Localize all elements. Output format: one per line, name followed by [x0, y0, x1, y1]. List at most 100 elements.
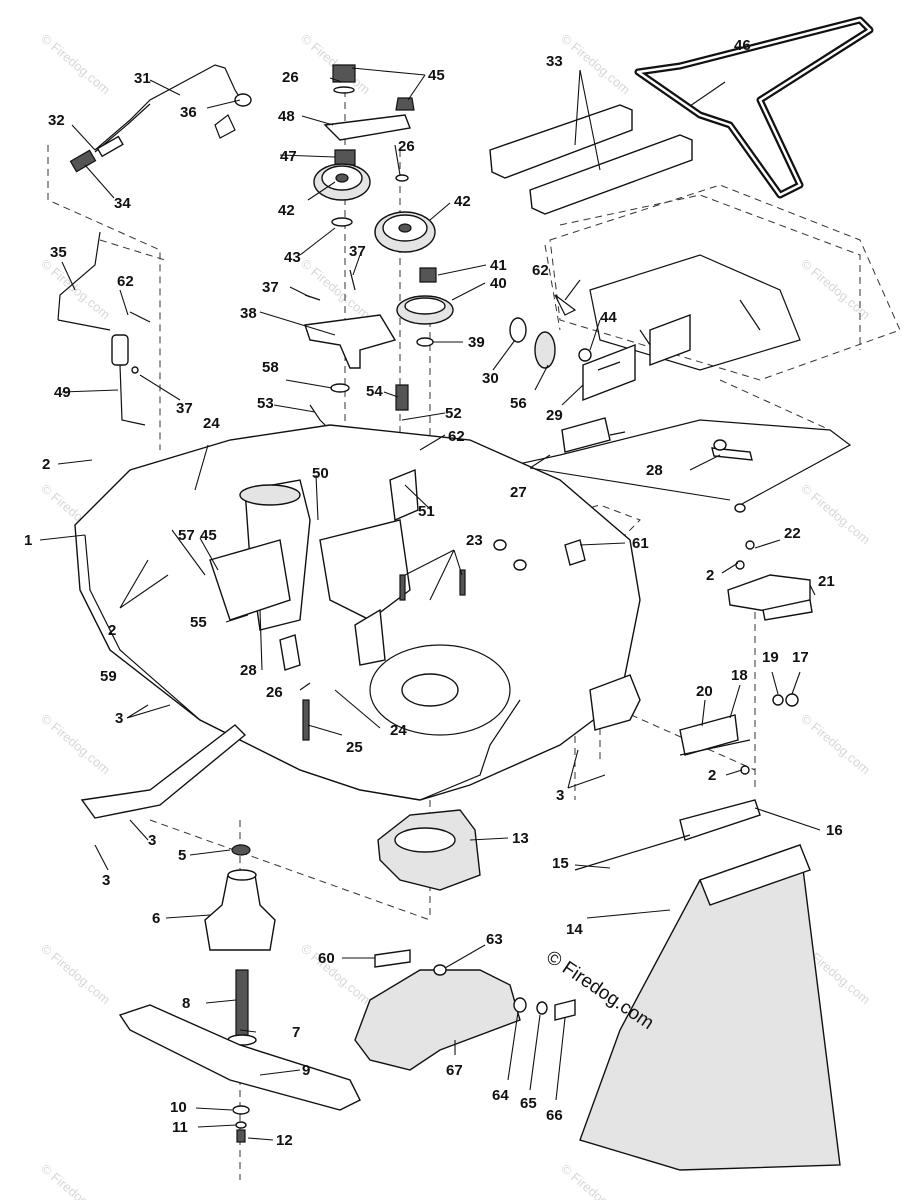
- callout-label: 20: [696, 683, 713, 700]
- linkage-rod-assembly: [69, 64, 252, 173]
- callout-label: 41: [490, 257, 507, 274]
- watermark: © Firedog.com: [798, 256, 873, 322]
- callout-label: 66: [546, 1107, 563, 1124]
- watermark: © Firedog.com: [38, 711, 113, 777]
- callout-label: 58: [262, 359, 279, 376]
- callout-label: 33: [546, 53, 563, 70]
- callout-label: 23: [466, 532, 483, 549]
- callout-label: 27: [510, 484, 527, 501]
- callout-label: 52: [445, 405, 462, 422]
- callout-label: 15: [552, 855, 569, 872]
- callout-label: 57: [178, 527, 195, 544]
- callout-label: 59: [100, 668, 117, 685]
- callout-label: 45: [428, 67, 445, 84]
- callout-label: 32: [48, 112, 65, 129]
- callout-label: 28: [646, 462, 663, 479]
- watermark: © Firedog.com: [298, 256, 373, 322]
- callout-label: 3: [115, 710, 123, 727]
- callout-label: 60: [318, 950, 335, 967]
- deflector-assembly: [354, 949, 576, 1071]
- callout-label: 26: [282, 69, 299, 86]
- callout-label: 54: [366, 383, 383, 400]
- callout-label: 13: [512, 830, 529, 847]
- callout-label: 3: [556, 787, 564, 804]
- callout-label: 26: [398, 138, 415, 155]
- callout-label: 42: [454, 193, 471, 210]
- callout-label: 14: [566, 921, 583, 938]
- callout-label: 28: [240, 662, 257, 679]
- callout-label: 46: [734, 37, 751, 54]
- watermark: © Firedog.com: [38, 941, 113, 1007]
- stabilizer-bar: [80, 724, 247, 819]
- watermark: © Firedog.com: [38, 1161, 113, 1200]
- callout-label: 42: [278, 202, 295, 219]
- callout-label: 61: [632, 535, 649, 552]
- callout-label: 62: [532, 262, 549, 279]
- blade-spindle-assembly: [118, 844, 361, 1143]
- watermark: © Firedog.com: [798, 711, 873, 777]
- spindle-cover: [377, 809, 481, 891]
- watermark: © Firedog.com: [298, 31, 373, 97]
- callout-label: 10: [170, 1099, 187, 1116]
- callout-label: 53: [257, 395, 274, 412]
- watermark: © Firedog.com: [798, 481, 873, 547]
- callout-label: 56: [510, 395, 527, 412]
- callout-label: 50: [312, 465, 329, 482]
- callout-label: 37: [176, 400, 193, 417]
- callout-label: 47: [280, 148, 297, 165]
- callout-label: 51: [418, 503, 435, 520]
- callout-label: 19: [762, 649, 779, 666]
- callout-label: 40: [490, 275, 507, 292]
- callout-label: 29: [546, 407, 563, 424]
- callout-label: 37: [262, 279, 279, 296]
- callout-label: 48: [278, 108, 295, 125]
- lift-link-assembly: [57, 231, 151, 426]
- drive-belt: [634, 16, 874, 199]
- watermark: © Firedog.com: [558, 31, 633, 97]
- callout-label: 31: [134, 70, 151, 87]
- callout-label: 44: [600, 309, 617, 326]
- callout-label: 35: [50, 244, 67, 261]
- discharge-chute-assembly: [574, 693, 841, 1171]
- callout-label: 34: [114, 195, 131, 212]
- callout-label: 2: [708, 767, 716, 784]
- callout-label: 6: [152, 910, 160, 927]
- callout-label: 2: [706, 567, 714, 584]
- callout-label: 11: [172, 1119, 188, 1136]
- callout-label: 64: [492, 1087, 509, 1104]
- callout-label: 25: [346, 739, 363, 756]
- callout-label: 26: [266, 684, 283, 701]
- callout-label: 9: [302, 1062, 310, 1079]
- lift-rod: [444, 417, 852, 513]
- callout-label: 22: [784, 525, 801, 542]
- callout-label: 45: [200, 527, 217, 544]
- callout-label: 55: [190, 614, 207, 631]
- frame-outline: [549, 184, 901, 381]
- belt-guide-assembly: [509, 294, 691, 402]
- callout-label: 12: [276, 1132, 293, 1149]
- callout-label: 49: [54, 384, 71, 401]
- brand-watermark: © Firedog.com: [542, 947, 657, 1034]
- callout-label: 43: [284, 249, 301, 266]
- callout-label: 5: [178, 847, 186, 864]
- callout-label: 62: [117, 273, 134, 290]
- callout-label: 65: [520, 1095, 537, 1112]
- lift-brackets: [489, 104, 693, 215]
- callout-label: 3: [102, 872, 110, 889]
- right-bracket: [727, 540, 813, 621]
- callout-label: 30: [482, 370, 499, 387]
- callout-label: 37: [349, 243, 366, 260]
- callout-label: 1: [24, 532, 32, 549]
- callout-label: 24: [203, 415, 220, 432]
- callout-label: 2: [108, 622, 116, 639]
- callout-label: 67: [446, 1062, 463, 1079]
- watermark: © Firedog.com: [558, 1161, 633, 1200]
- callout-label: 3: [148, 832, 156, 849]
- watermark: © Firedog.com: [38, 31, 113, 97]
- callout-label: 7: [292, 1024, 300, 1041]
- callout-label: 36: [180, 104, 197, 121]
- watermark: © Firedog.com: [38, 256, 113, 322]
- callout-label: 17: [792, 649, 809, 666]
